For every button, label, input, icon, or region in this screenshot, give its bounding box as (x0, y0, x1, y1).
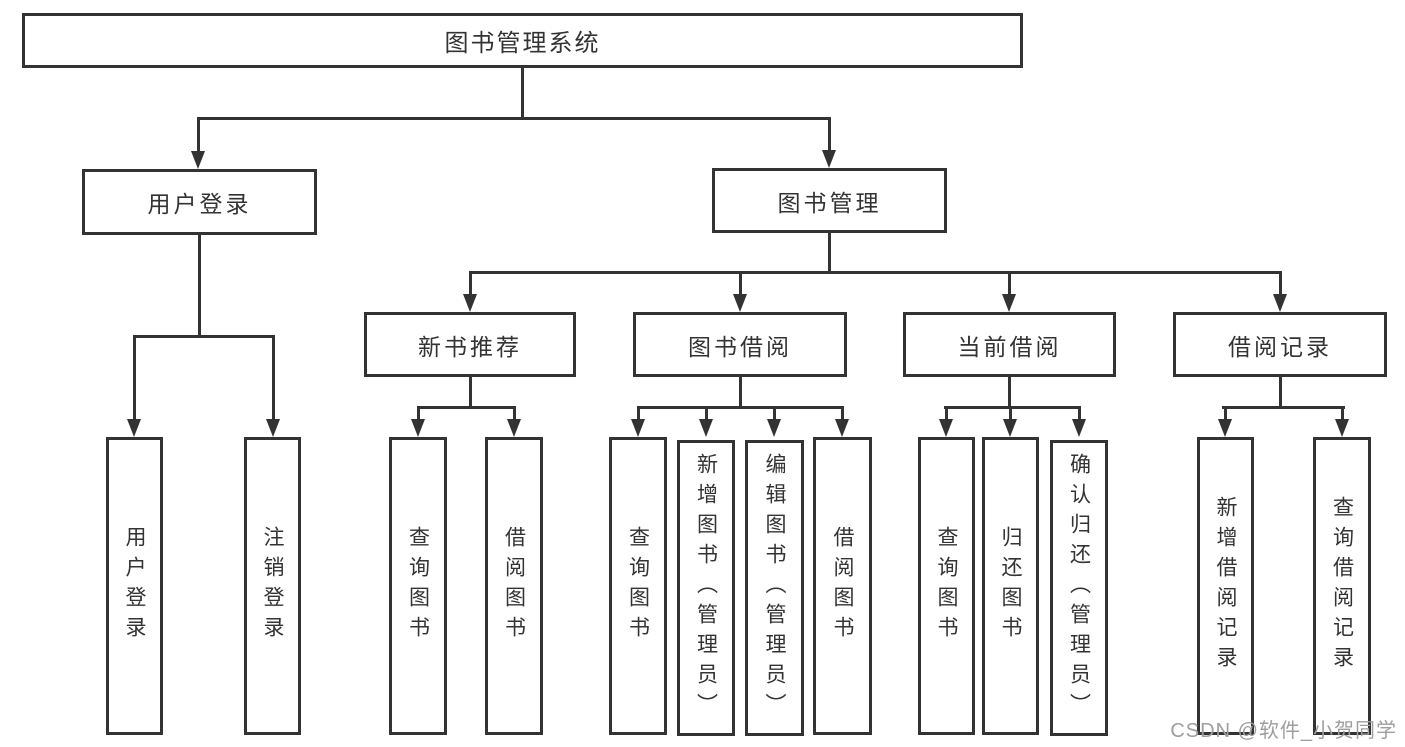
connector-current-borrow-trunk (1008, 376, 1011, 409)
connector-user-login-trunk (198, 234, 201, 338)
node-borrowing-records: 借阅记录 (1173, 312, 1387, 377)
leaf-borrow-book-1-label: 借阅图书 (502, 526, 526, 646)
leaf-query-borrow-record: 查询借阅记录 (1313, 437, 1371, 735)
leaf-confirm-return-admin: 确认归还（管理员） (1050, 440, 1108, 736)
connector-shaft-leaf-logout (272, 335, 275, 421)
arrow-down-icon (1335, 419, 1349, 437)
connector-shaft-query-book-1 (417, 406, 420, 421)
arrow-down-icon (1072, 419, 1086, 437)
connector-new-book-trunk (469, 376, 472, 409)
arrow-down-icon (699, 419, 713, 437)
node-book-management: 图书管理 (712, 168, 947, 233)
node-user-login-label: 用户登录 (147, 191, 252, 217)
arrow-down-icon (822, 150, 836, 168)
leaf-query-book-3: 查询图书 (918, 437, 975, 735)
connector-shaft-borrow-record (1279, 271, 1282, 297)
arrow-down-icon (733, 294, 747, 312)
arrow-down-icon (1003, 419, 1017, 437)
arrow-down-icon (835, 419, 849, 437)
connector-shaft-book-mgmt (828, 117, 831, 153)
leaf-return-book-label: 归还图书 (999, 526, 1022, 646)
connector-shaft-add-record (1224, 406, 1227, 421)
leaf-query-book-2-label: 查询图书 (626, 526, 650, 646)
leaf-logout-label: 注销登录 (261, 526, 284, 646)
leaf-borrow-book-2-label: 借阅图书 (831, 526, 854, 646)
arrow-down-icon (507, 419, 521, 437)
leaf-query-book-1-label: 查询图书 (406, 526, 430, 646)
leaf-query-book-2: 查询图书 (609, 437, 667, 735)
node-root-label: 图书管理系统 (444, 30, 601, 57)
connector-user-login-branch (133, 335, 274, 338)
arrow-down-icon (127, 419, 141, 437)
leaf-query-book-1: 查询图书 (389, 437, 447, 735)
connector-shaft-new-book (469, 271, 472, 297)
arrow-down-icon (939, 419, 953, 437)
arrow-down-icon (631, 419, 645, 437)
connector-shaft-leaf-user-login (133, 335, 136, 421)
leaf-logout: 注销登录 (244, 437, 301, 735)
arrow-down-icon (1273, 294, 1287, 312)
connector-shaft-borrow-book-2 (841, 406, 844, 421)
connector-shaft-add-book (705, 406, 708, 421)
connector-level3-branch (469, 271, 1281, 274)
arrow-down-icon (767, 419, 781, 437)
leaf-add-book-admin-label: 新增图书（管理员） (694, 453, 718, 723)
arrow-down-icon (463, 294, 477, 312)
connector-book-borrow-trunk (739, 376, 742, 409)
connector-shaft-query-book-2 (637, 406, 640, 421)
connector-shaft-query-book-3 (945, 406, 948, 421)
connector-current-borrow-branch (944, 406, 1081, 409)
leaf-edit-book-admin: 编辑图书（管理员） (745, 440, 804, 736)
connector-shaft-book-borrow (739, 271, 742, 297)
connector-borrow-record-branch (1222, 406, 1345, 409)
connector-book-borrow-branch (637, 406, 844, 409)
arrow-down-icon (1002, 294, 1016, 312)
connector-borrow-record-trunk (1279, 376, 1282, 409)
node-book-borrowing: 图书借阅 (633, 312, 847, 377)
node-user-login: 用户登录 (82, 169, 317, 235)
connector-shaft-query-record (1341, 406, 1344, 421)
connector-shaft-borrow-book-1 (513, 406, 516, 421)
leaf-query-borrow-record-label: 查询借阅记录 (1330, 496, 1354, 676)
node-book-management-label: 图书管理 (777, 189, 882, 216)
connector-level1-branch (197, 117, 831, 120)
arrow-down-icon (266, 419, 280, 437)
leaf-user-login: 用户登录 (106, 437, 163, 735)
connector-shaft-return-book (1009, 406, 1012, 421)
leaf-add-book-admin: 新增图书（管理员） (677, 440, 735, 736)
node-current-borrowing-label: 当前借阅 (957, 333, 1062, 360)
leaf-borrow-book-2: 借阅图书 (813, 437, 872, 735)
leaf-user-login-label: 用户登录 (123, 526, 146, 646)
leaf-edit-book-admin-label: 编辑图书（管理员） (763, 453, 786, 723)
connector-book-mgmt-trunk (828, 232, 831, 274)
leaf-borrow-book-1: 借阅图书 (485, 437, 543, 735)
node-new-book-recommend: 新书推荐 (364, 312, 576, 377)
node-current-borrowing: 当前借阅 (903, 312, 1116, 377)
connector-shaft-user-login (197, 117, 200, 153)
arrow-down-icon (191, 151, 205, 169)
node-book-borrowing-label: 图书借阅 (688, 333, 792, 360)
connector-shaft-confirm-return (1078, 406, 1081, 421)
connector-shaft-current-borrow (1008, 271, 1011, 297)
node-new-book-recommend-label: 新书推荐 (418, 333, 522, 360)
connector-new-book-branch (417, 406, 516, 409)
arrow-down-icon (1218, 419, 1232, 437)
node-borrowing-records-label: 借阅记录 (1228, 333, 1332, 360)
connector-shaft-edit-book (773, 406, 776, 421)
leaf-query-book-3-label: 查询图书 (935, 526, 958, 646)
leaf-return-book: 归还图书 (982, 437, 1039, 735)
arrow-down-icon (411, 419, 425, 437)
leaf-add-borrow-record-label: 新增借阅记录 (1214, 496, 1237, 676)
csdn-watermark: CSDN @软件_小贺同学 (1170, 720, 1397, 742)
leaf-add-borrow-record: 新增借阅记录 (1197, 437, 1254, 735)
leaf-confirm-return-admin-label: 确认归还（管理员） (1067, 453, 1091, 723)
node-root: 图书管理系统 (22, 13, 1023, 68)
connector-root-trunk (521, 66, 524, 120)
